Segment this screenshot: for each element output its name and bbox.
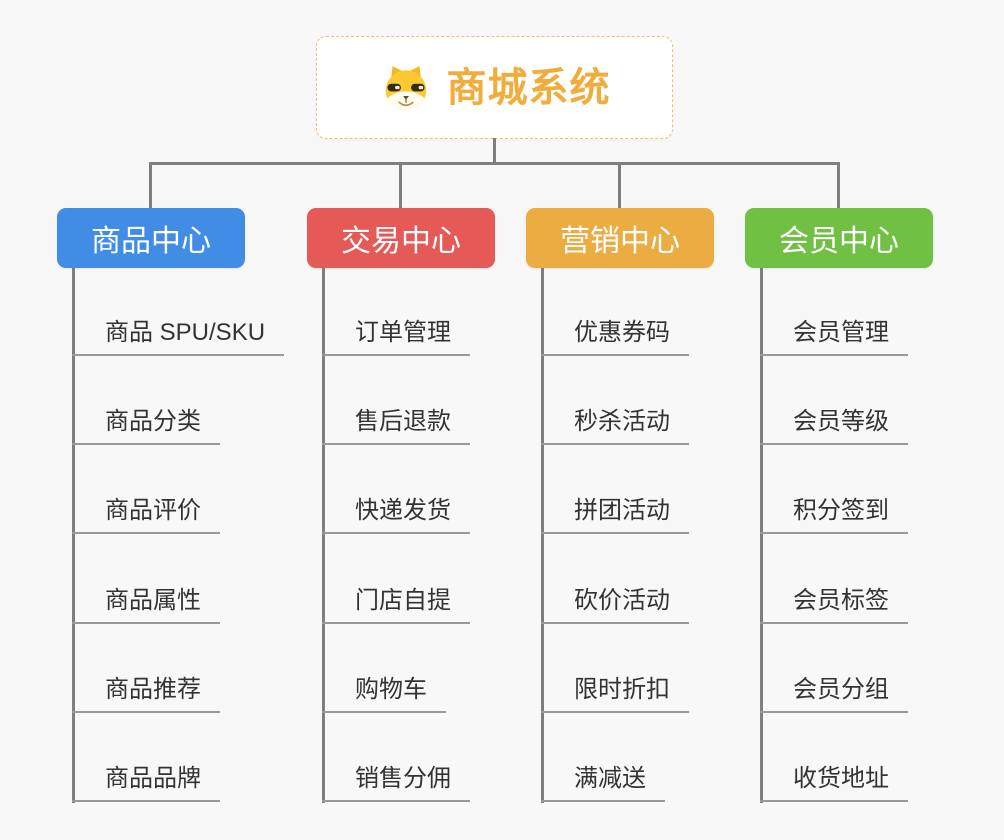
dog-face-icon [385, 65, 426, 111]
leaf-node[interactable]: 商品分类 [72, 406, 220, 445]
leaf-node[interactable]: 会员分组 [760, 674, 908, 713]
leaf-node[interactable]: 满减送 [541, 763, 665, 802]
root-node[interactable]: 商城系统 [316, 36, 673, 139]
connector-drop [399, 162, 402, 208]
leaf-node[interactable]: 商品品牌 [72, 763, 220, 802]
leaf-node[interactable]: 会员等级 [760, 406, 908, 445]
leaf-node[interactable]: 订单管理 [322, 317, 470, 356]
leaf-node[interactable]: 秒杀活动 [541, 406, 689, 445]
branch-line [541, 268, 544, 803]
leaf-node[interactable]: 商品 SPU/SKU [72, 317, 285, 356]
connector-root-stub [493, 138, 496, 162]
leaf-node[interactable]: 积分签到 [760, 495, 908, 534]
leaf-node[interactable]: 收货地址 [760, 763, 908, 802]
leaf-node[interactable]: 商品推荐 [72, 674, 220, 713]
root-title: 商城系统 [446, 65, 611, 110]
leaf-node[interactable]: 会员管理 [760, 317, 908, 356]
branch-line [760, 268, 763, 803]
leaf-node[interactable]: 商品属性 [72, 585, 220, 624]
connector-drop [618, 162, 621, 208]
branch-head-trade-center[interactable]: 交易中心 [307, 208, 495, 268]
branch-line [322, 268, 325, 803]
leaf-node[interactable]: 限时折扣 [541, 674, 689, 713]
leaf-node[interactable]: 购物车 [322, 674, 446, 713]
leaf-node[interactable]: 会员标签 [760, 585, 908, 624]
leaf-node[interactable]: 砍价活动 [541, 585, 689, 624]
leaf-node[interactable]: 销售分佣 [322, 763, 470, 802]
branch-head-member-center[interactable]: 会员中心 [745, 208, 933, 268]
connector-trunk [150, 162, 840, 165]
leaf-node[interactable]: 门店自提 [322, 585, 470, 624]
leaf-node[interactable]: 快递发货 [322, 495, 470, 534]
branch-line [72, 268, 75, 803]
leaf-node[interactable]: 优惠券码 [541, 317, 689, 356]
leaf-node[interactable]: 拼团活动 [541, 495, 689, 534]
connector-drop [149, 162, 152, 208]
leaf-node[interactable]: 商品评价 [72, 495, 220, 534]
leaf-node[interactable]: 售后退款 [322, 406, 470, 445]
connector-drop [837, 162, 840, 208]
branch-head-product-center[interactable]: 商品中心 [57, 208, 245, 268]
branch-head-marketing-center[interactable]: 营销中心 [526, 208, 714, 268]
